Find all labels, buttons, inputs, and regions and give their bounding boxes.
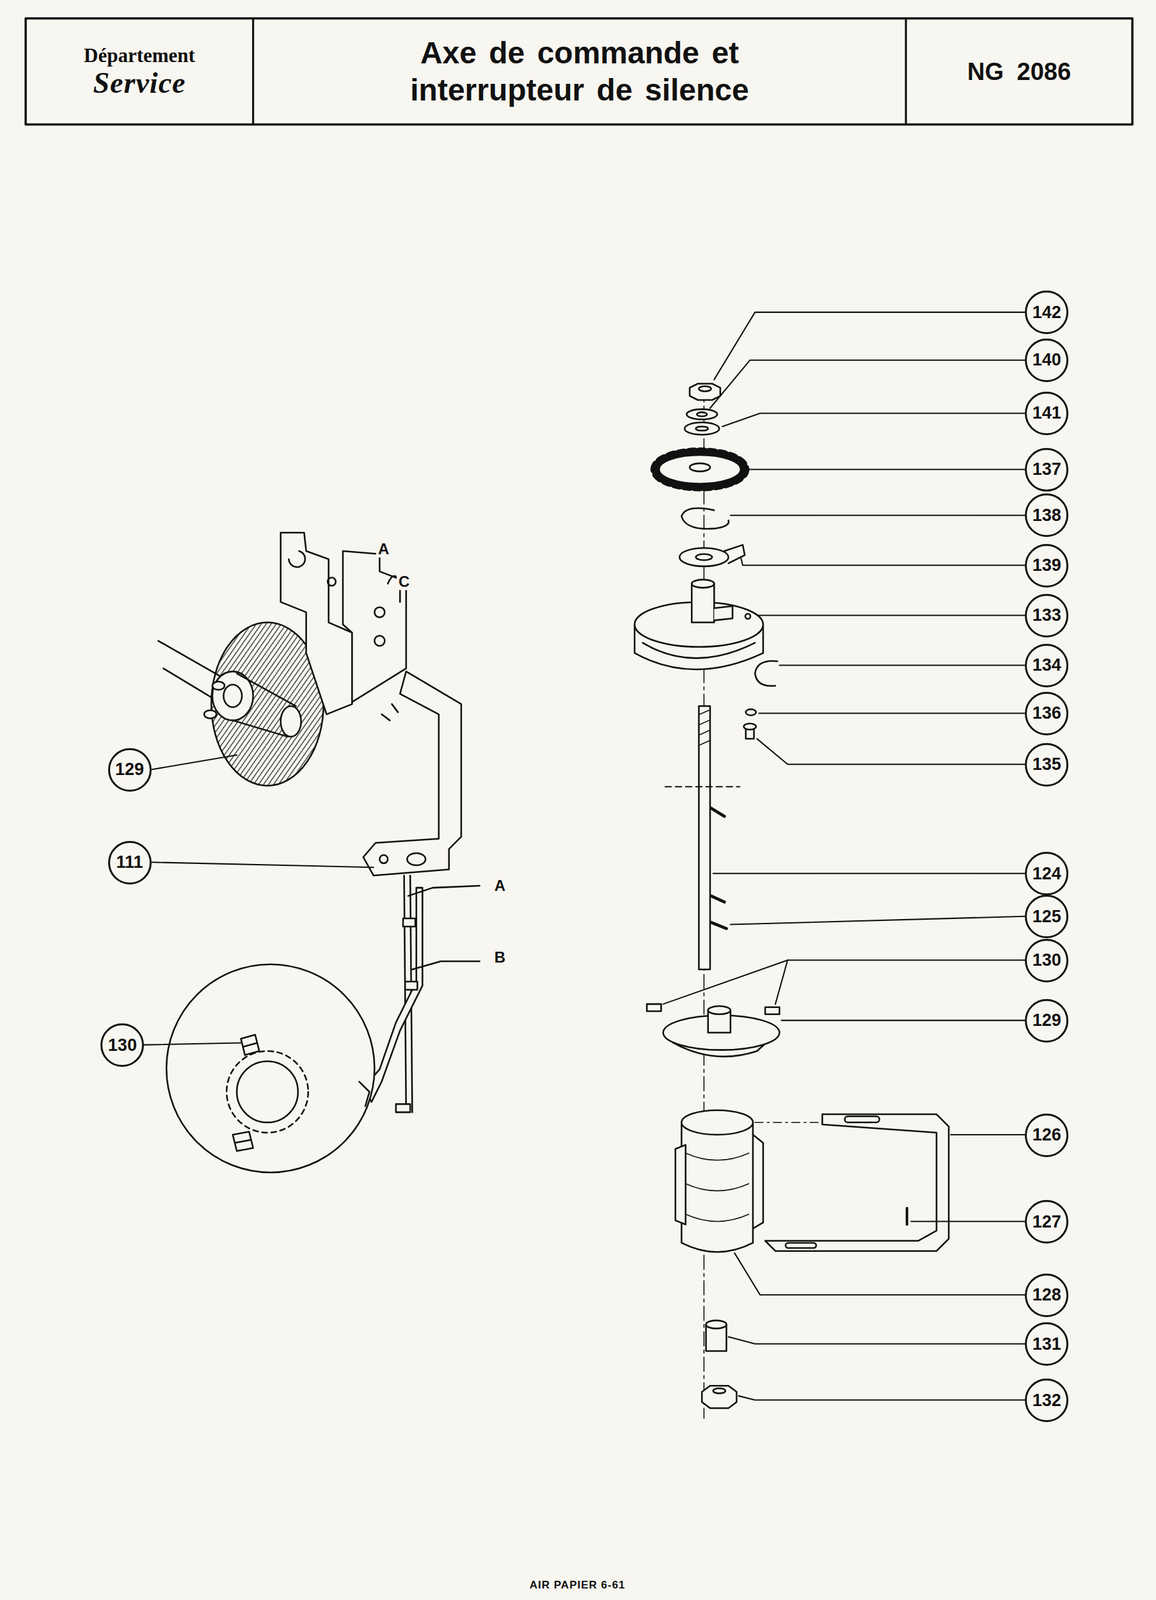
wire-label: C [396, 573, 412, 590]
callout-number: 138 [1032, 506, 1062, 524]
callout-number: 129 [1032, 1011, 1062, 1029]
callout-circle: 137 [1024, 447, 1069, 492]
callout-number: 124 [1032, 864, 1062, 883]
callout-circle: 136 [1024, 691, 1069, 736]
callout-number: 134 [1032, 656, 1062, 674]
callout-number: 135 [1032, 755, 1062, 773]
callout-circle: 135 [1024, 742, 1069, 787]
title-text: Axe de commande et interrupteur de silen… [346, 34, 814, 109]
footer-note: AIR PAPIER 6-61 [527, 1578, 628, 1591]
callout-circle: 130 [100, 1022, 144, 1067]
callout-circle: 138 [1024, 493, 1069, 537]
callout-number: 127 [1032, 1212, 1062, 1231]
callout-circle: 139 [1024, 543, 1069, 588]
title-cell: Axe de commande et interrupteur de silen… [253, 18, 906, 125]
callout-number: 132 [1032, 1391, 1062, 1409]
callout-circle: 126 [1024, 1113, 1069, 1157]
callout-circle: 131 [1024, 1321, 1069, 1366]
header-text: Département [83, 44, 196, 68]
callout-circle: 133 [1024, 593, 1069, 638]
callout-number: 126 [1032, 1125, 1062, 1144]
header-cell: NG 2086 [905, 18, 1133, 125]
header-frame [25, 18, 1133, 125]
callout-number: 142 [1032, 303, 1062, 322]
callout-circle: 111 [108, 840, 152, 885]
callout-number: 128 [1032, 1285, 1062, 1304]
callout-circle: 130 [1024, 938, 1069, 982]
callout-number: 137 [1032, 460, 1062, 478]
callout-circle: 140 [1024, 338, 1069, 382]
callout-number: 129 [115, 760, 144, 778]
callout-number: 133 [1032, 606, 1062, 624]
header-cell: DépartementService [25, 18, 254, 125]
callout-number: 131 [1032, 1335, 1062, 1353]
wire-label: A [376, 540, 391, 558]
callout-circle: 129 [1024, 998, 1069, 1043]
callout-number: 130 [108, 1036, 137, 1054]
wire-label: A [492, 877, 508, 894]
callout-circle: 142 [1024, 290, 1069, 334]
callout-number: 111 [116, 853, 144, 871]
callout-circle: 141 [1024, 391, 1069, 436]
callout-number: 130 [1032, 951, 1062, 969]
callout-number: 139 [1032, 556, 1062, 574]
header-text: NG 2086 [967, 58, 1071, 86]
header-text: Service [93, 67, 187, 100]
callout-circle: 134 [1024, 643, 1069, 688]
callout-circle: 132 [1024, 1377, 1069, 1422]
callout-number: 140 [1032, 351, 1062, 369]
callout-number: 136 [1032, 704, 1062, 722]
callout-circle: 125 [1024, 894, 1069, 938]
callout-circle: 128 [1024, 1273, 1069, 1317]
callout-circle: 129 [108, 747, 152, 792]
wire-label: B [492, 948, 508, 966]
callout-number: 125 [1032, 907, 1062, 926]
callout-circle: 124 [1024, 851, 1069, 895]
callout-circle: 127 [1024, 1199, 1069, 1244]
callout-number: 141 [1032, 404, 1062, 422]
